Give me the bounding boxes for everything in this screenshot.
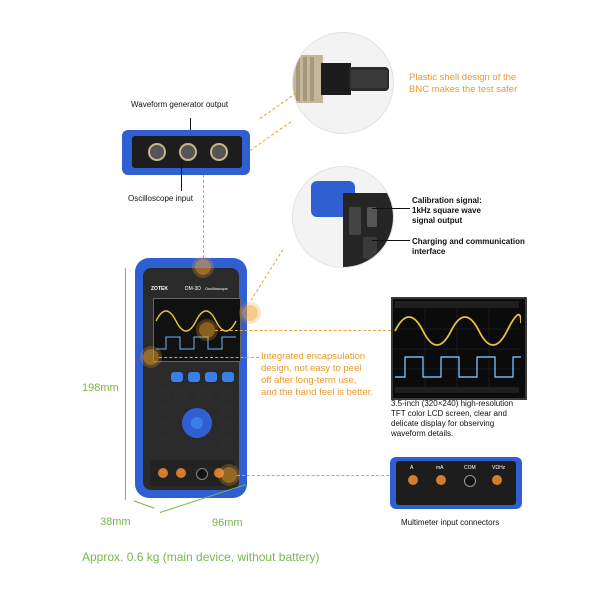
jack-a: [408, 475, 418, 485]
highlight-dot-screen: [199, 322, 215, 338]
device-brand: ZOTEK: [151, 286, 168, 292]
bnc-shell-callout: Plastic shell design of the BNC makes th…: [409, 72, 518, 95]
button-right-2[interactable]: [218, 422, 234, 431]
top-connector-panel: [122, 130, 250, 175]
charging-label: Charging and communication interface: [412, 237, 525, 256]
device-header: ZOTEK DM-3D Oscilloscope: [147, 284, 235, 296]
button-menu[interactable]: [218, 390, 234, 399]
button-left-3[interactable]: [153, 438, 169, 447]
jack-vohz: [492, 475, 502, 485]
width-dimension: 96mm: [212, 517, 243, 529]
side-port-image: [311, 181, 393, 267]
leader-vertical: [203, 175, 204, 263]
port-label-a: A: [410, 465, 414, 471]
leader-ports: [237, 475, 389, 476]
side-port-photo: [292, 166, 394, 268]
multimeter-connector-panel: A mA COM VΩHz: [390, 457, 522, 509]
button-auto[interactable]: [174, 390, 190, 399]
blue-button-1[interactable]: [171, 372, 183, 382]
leader-top-strip: [249, 121, 292, 151]
bnc-connector-image: [293, 55, 389, 103]
blue-button-4[interactable]: [222, 372, 234, 382]
button-right-3[interactable]: [218, 438, 234, 447]
depth-dimension-line: [133, 500, 155, 509]
highlight-dot-left: [143, 349, 159, 365]
port-label-vohz: VΩHz: [492, 465, 506, 471]
lcd-description: 3.5-inch (320×240) high-resolution TFT c…: [391, 399, 514, 438]
height-dimension: 198mm: [82, 382, 119, 394]
button-run[interactable]: [196, 390, 212, 399]
button-left-2[interactable]: [153, 422, 169, 431]
multimeter-label: Multimeter input connectors: [401, 518, 500, 527]
bnc-port-1: [148, 143, 166, 161]
bnc-connector-photo: [292, 32, 394, 134]
blue-button-3[interactable]: [205, 372, 217, 382]
bnc-leader-line: [259, 92, 297, 119]
port-label-ma: mA: [436, 465, 444, 471]
blue-button-2[interactable]: [188, 372, 200, 382]
direction-pad[interactable]: [182, 408, 212, 438]
highlight-dot-top: [195, 259, 211, 275]
device-model: DM-3D: [185, 286, 201, 292]
bnc-port-3: [210, 143, 228, 161]
lcd-screen-photo: [391, 297, 527, 400]
encapsulation-callout: Integrated encapsulation design, not eas…: [261, 351, 373, 398]
weight-note: Approx. 0.6 kg (main device, without bat…: [82, 550, 320, 564]
oscilloscope-input-label: Oscilloscope input: [128, 194, 193, 203]
button-right-1[interactable]: [218, 406, 234, 415]
height-dimension-line: [125, 268, 126, 500]
depth-dimension: 38mm: [100, 516, 131, 528]
button-mode[interactable]: [153, 390, 169, 399]
button-left-1[interactable]: [153, 406, 169, 415]
leader-side: [250, 249, 284, 301]
leader-left: [159, 357, 259, 358]
jack-ma: [436, 475, 446, 485]
waveform-output-label: Waveform generator output: [131, 100, 229, 109]
device-ports: [150, 460, 234, 486]
jack-com: [464, 475, 476, 487]
highlight-dot-ports: [221, 467, 237, 483]
port-label-com: COM: [464, 465, 476, 471]
leader-screen: [215, 330, 391, 331]
bnc-port-2: [179, 143, 197, 161]
calibration-label: Calibration signal: 1kHz square wave sig…: [412, 196, 482, 225]
highlight-dot-side: [242, 305, 258, 321]
device-subtitle: Oscilloscope: [205, 286, 228, 291]
